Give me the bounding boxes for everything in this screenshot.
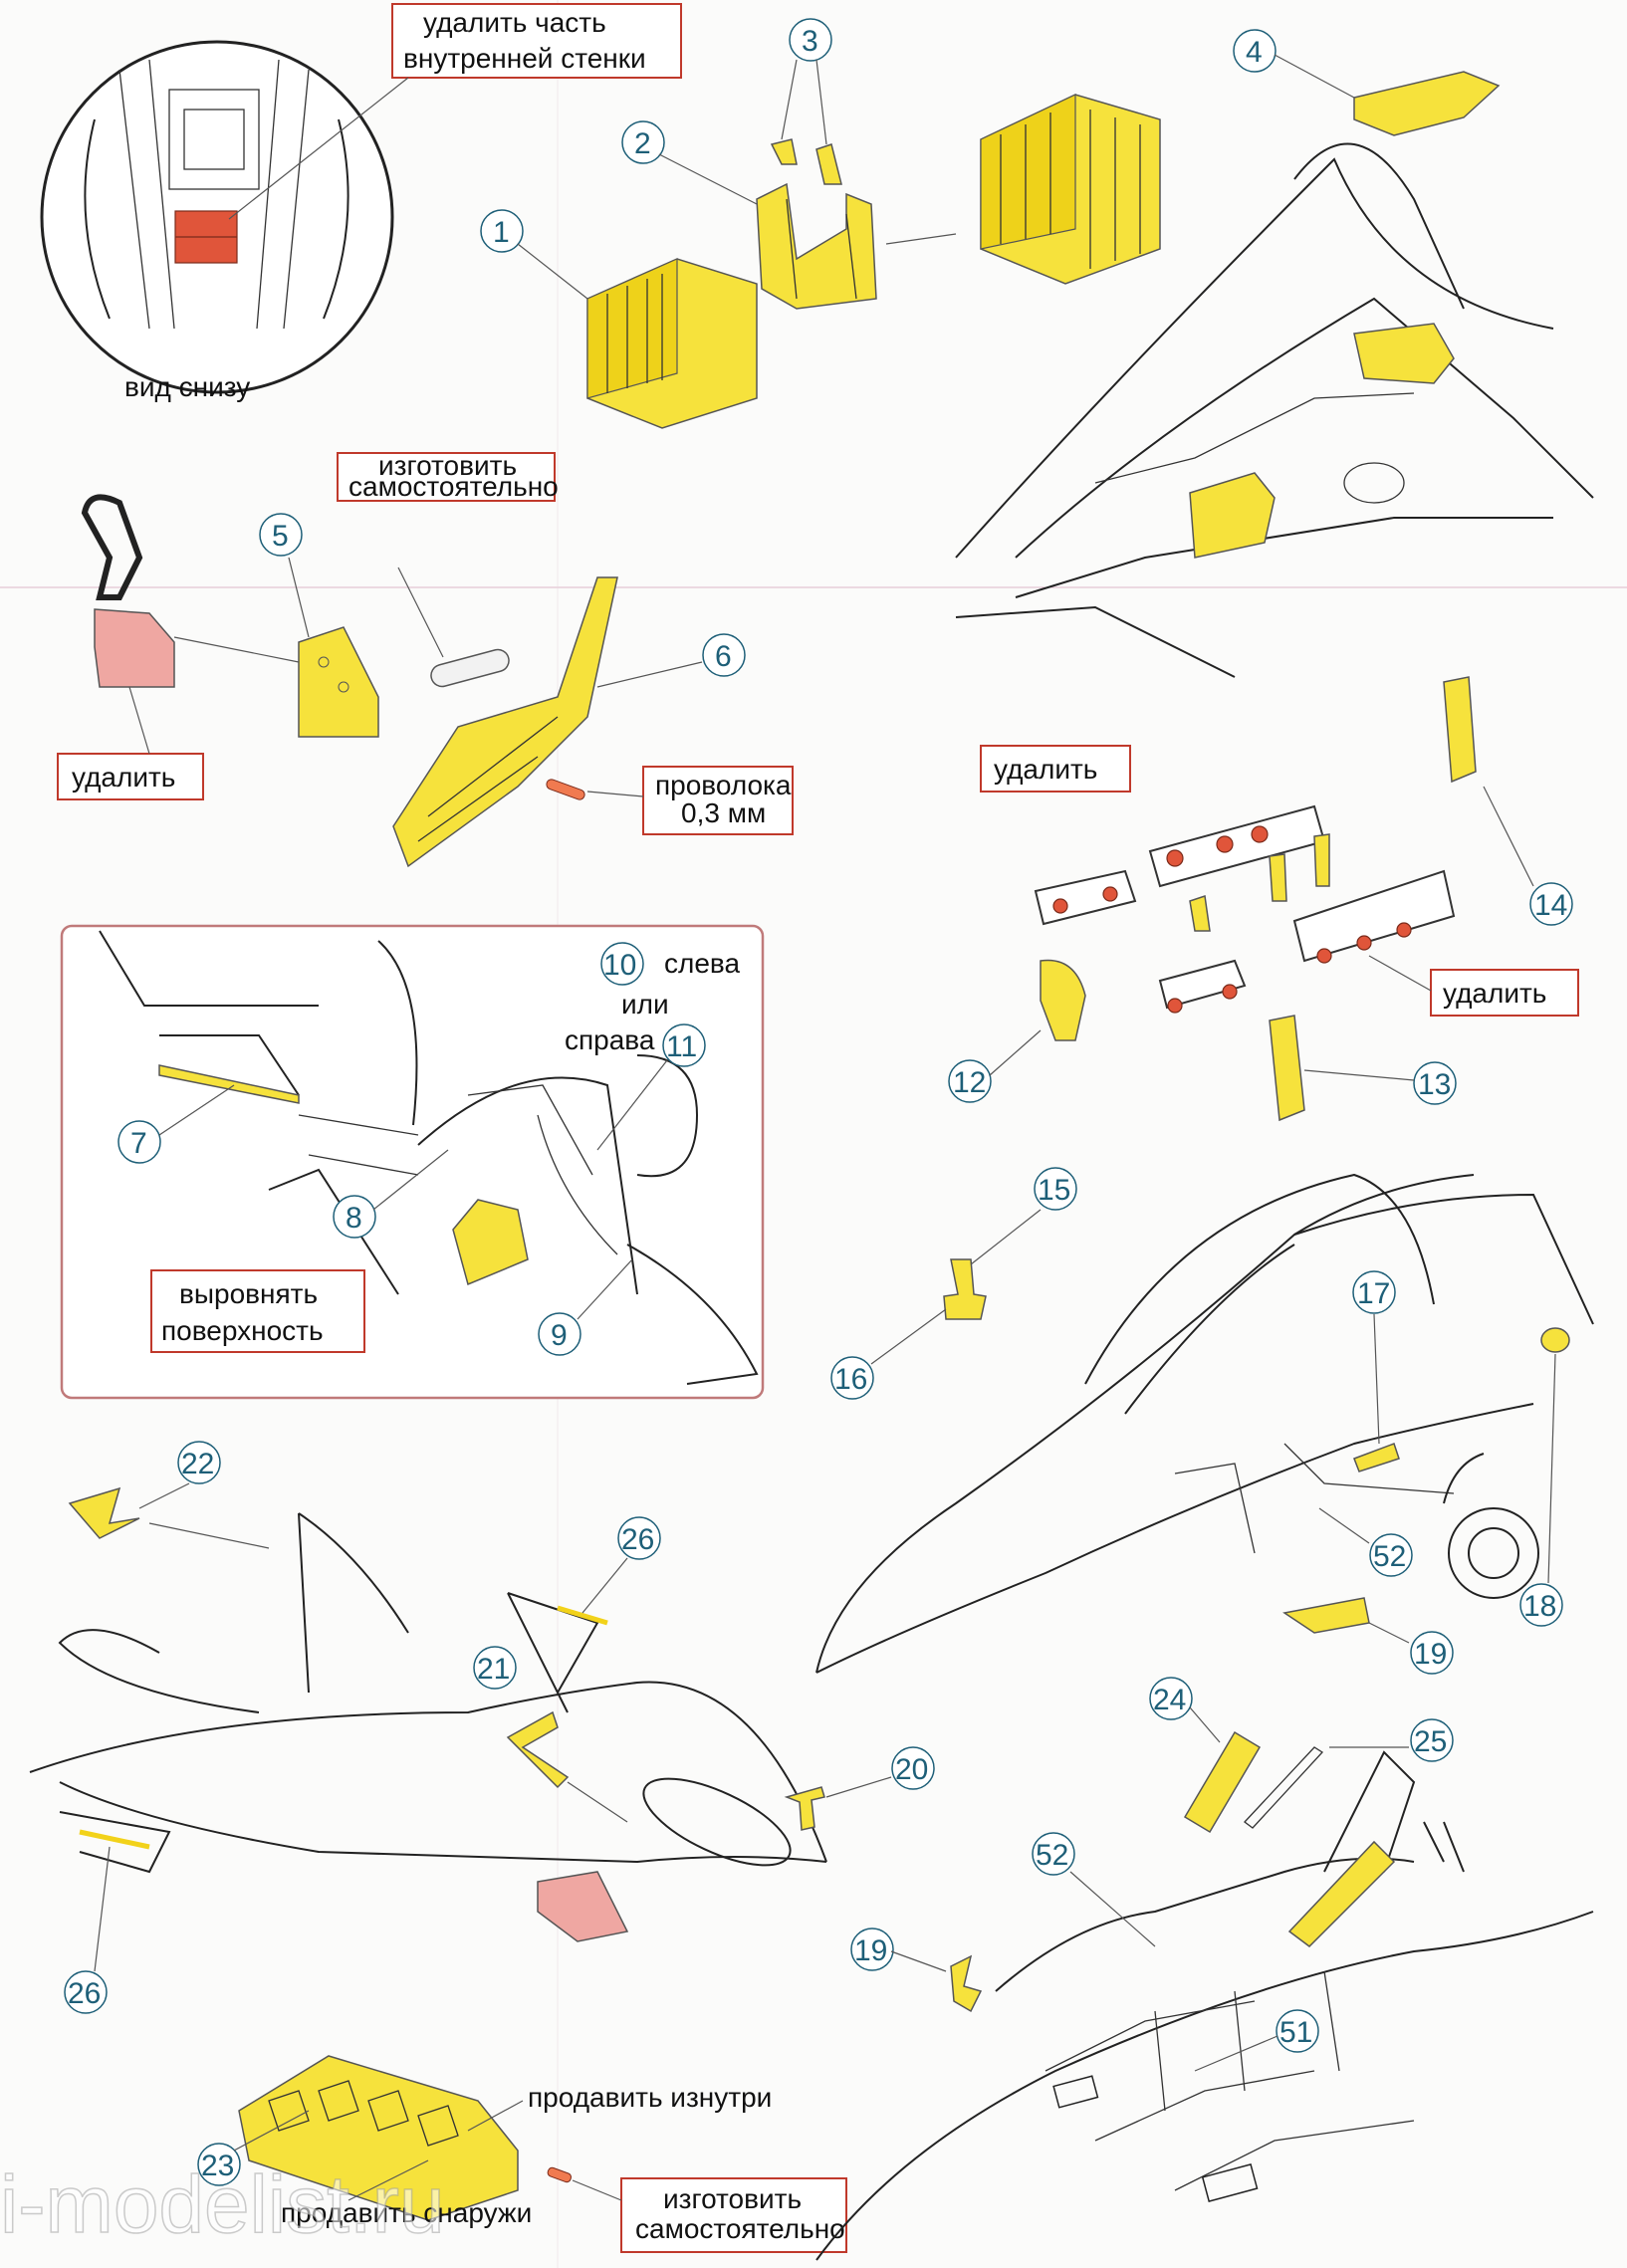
remove-inner-wall-callout-line2: внутренней стенки xyxy=(403,43,646,74)
remove-callout-middle: удалить xyxy=(994,754,1097,785)
part-number-24: 24 xyxy=(1153,1684,1186,1716)
push-outside-label: продавить снаружи xyxy=(281,2197,532,2228)
part-15-16-bracket xyxy=(943,1258,987,1320)
part-number-25: 25 xyxy=(1414,1725,1447,1758)
left-label: слева xyxy=(664,948,740,979)
nose-section-drawing xyxy=(815,1173,1594,1674)
part-number-9: 9 xyxy=(551,1319,568,1352)
part-number-8: 8 xyxy=(346,1202,362,1235)
part-5-plate xyxy=(298,626,379,738)
part-12-clip xyxy=(1040,959,1086,1041)
bottom-view-inset xyxy=(40,40,394,394)
removed-blocks xyxy=(1034,804,1456,1014)
removed-piece-pink xyxy=(94,608,175,688)
part-number-19-lower: 19 xyxy=(854,1934,887,1967)
part-number-26-lower: 26 xyxy=(68,1977,101,2010)
make-yourself-callout-bottom-line2: самостоятельно xyxy=(635,2213,845,2244)
part-number-3: 3 xyxy=(802,25,818,58)
part-13-clip xyxy=(1269,1015,1305,1122)
part-number-5: 5 xyxy=(272,520,289,553)
part-19-lower xyxy=(950,1954,983,2013)
part-17-lever xyxy=(1353,1443,1400,1473)
watermark: i-modelist.ru xyxy=(0,2159,445,2250)
part-number-11: 11 xyxy=(666,1030,697,1063)
part-number-6: 6 xyxy=(715,640,732,673)
fuselage-bottom-right xyxy=(815,1750,1594,2261)
part-23-rod xyxy=(547,2166,573,2183)
part-number-18: 18 xyxy=(1523,1590,1556,1623)
part-3-small-parts xyxy=(770,138,842,185)
push-inside-label: продавить изнутри xyxy=(528,2082,772,2113)
assembled-gear-bay xyxy=(980,94,1161,285)
part-24-strip xyxy=(1183,1730,1396,1947)
part-number-21: 21 xyxy=(477,1653,510,1686)
part-number-15: 15 xyxy=(1038,1174,1070,1207)
wire-part xyxy=(546,779,585,800)
part-14-clip xyxy=(1443,676,1477,784)
inset-view-label: вид снизу xyxy=(124,371,250,402)
part-21-strip xyxy=(506,1710,570,1789)
part-2-bracket xyxy=(756,182,877,310)
part-18-light xyxy=(1540,1327,1570,1353)
wire-callout-line2: 0,3 мм xyxy=(681,797,766,828)
part-6-seat-frame xyxy=(392,576,618,868)
part-number-52-upper: 52 xyxy=(1373,1540,1406,1573)
part-number-17: 17 xyxy=(1357,1277,1390,1310)
part-number-19-upper: 19 xyxy=(1414,1638,1447,1671)
part-number-51: 51 xyxy=(1279,2016,1312,2049)
fuselage-detail-top-right xyxy=(955,142,1594,678)
part-number-10: 10 xyxy=(603,949,636,982)
or-label: или xyxy=(621,989,669,1020)
part-4-panel xyxy=(1353,71,1501,136)
part-number-16: 16 xyxy=(834,1363,867,1396)
part-number-22: 22 xyxy=(181,1448,214,1480)
part-23-panel-set xyxy=(238,2055,519,2221)
make-yourself-callout-top-line2: самостоятельно xyxy=(349,471,559,502)
part-number-7: 7 xyxy=(130,1127,147,1160)
part-1-bay-wall xyxy=(586,258,758,429)
remove-callout-left: удалить xyxy=(72,762,175,793)
part-number-13: 13 xyxy=(1418,1068,1451,1101)
part-20-strip xyxy=(784,1786,825,1831)
part-number-14: 14 xyxy=(1534,889,1567,922)
aircraft-side-view xyxy=(29,1512,827,1942)
right-label: справа xyxy=(565,1024,655,1055)
part-number-4: 4 xyxy=(1246,36,1263,69)
removed-piece-black xyxy=(81,494,143,600)
make-yourself-callout-bottom-line1: изготовить xyxy=(663,2183,802,2214)
part-number-1: 1 xyxy=(493,216,510,249)
rod-part xyxy=(430,648,510,688)
part-25-strip xyxy=(1244,1746,1324,1829)
part-number-23: 23 xyxy=(201,2150,234,2182)
part-number-26-upper: 26 xyxy=(621,1523,654,1556)
align-surface-callout-line2: поверхность xyxy=(161,1315,324,1346)
make-yourself-callout-top-line1: изготовить xyxy=(378,450,517,481)
remove-inner-wall-callout-line1: удалить часть xyxy=(423,7,606,38)
align-surface-callout-line1: выровнять xyxy=(179,1278,318,1309)
cockpit-bay-drawing xyxy=(99,930,759,1385)
part-22-antenna xyxy=(68,1486,140,1539)
part-number-20: 20 xyxy=(895,1753,928,1786)
part-19-upper xyxy=(1282,1597,1370,1634)
part-number-12: 12 xyxy=(953,1066,986,1099)
part-number-2: 2 xyxy=(634,127,651,160)
remove-callout-right: удалить xyxy=(1443,978,1546,1009)
wire-callout-line1: проволока xyxy=(655,770,792,800)
part-number-52-lower: 52 xyxy=(1036,1839,1068,1872)
